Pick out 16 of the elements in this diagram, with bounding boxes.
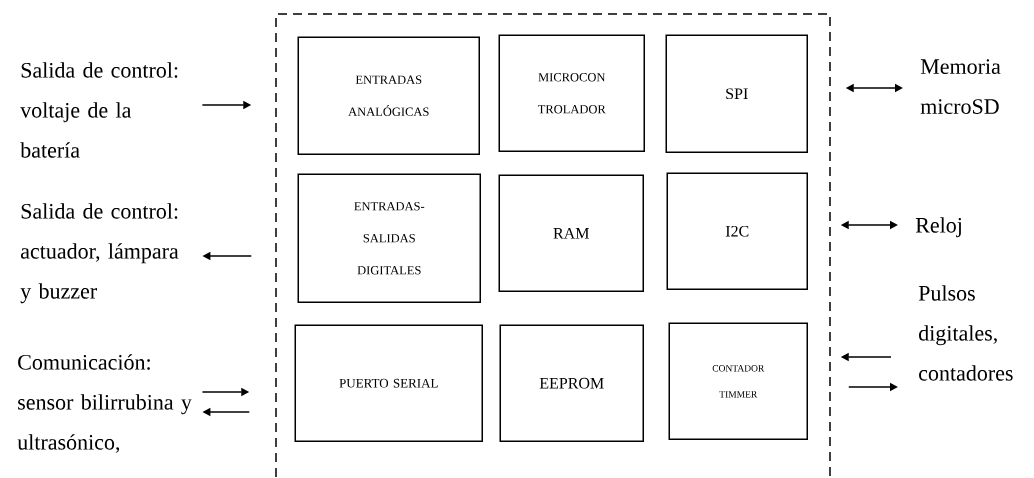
- signal-text: Comunicación: sensor bilirrubina y ultrasónico,: [17, 354, 192, 453]
- signal-text: Reloj: [915, 217, 961, 238]
- module-box: EEPROM: [499, 324, 644, 442]
- dashed-boundary-box: [275, 13, 831, 478]
- module-box: CONTADOR TIMMER: [668, 322, 808, 440]
- signal-text: Salida de control: actuador, lámpara y buzzer: [20, 203, 179, 304]
- module-box: PUERTO SERIAL: [294, 324, 483, 442]
- signal-text: Salida de control: voltaje de la batería: [20, 62, 178, 158]
- module-box: SPI: [665, 34, 808, 153]
- signal-text: Pulsos digitales, contadores: [918, 285, 1013, 381]
- module-box: MICROCON TROLADOR: [498, 34, 645, 152]
- module-box: ENTRADAS- SALIDAS DIGITALES: [297, 173, 481, 303]
- module-box: ENTRADAS ANALÓGICAS: [297, 36, 480, 155]
- module-box: I2C: [666, 172, 808, 290]
- module-box: RAM: [498, 174, 644, 292]
- signal-text: Memoria microSD: [920, 59, 1001, 114]
